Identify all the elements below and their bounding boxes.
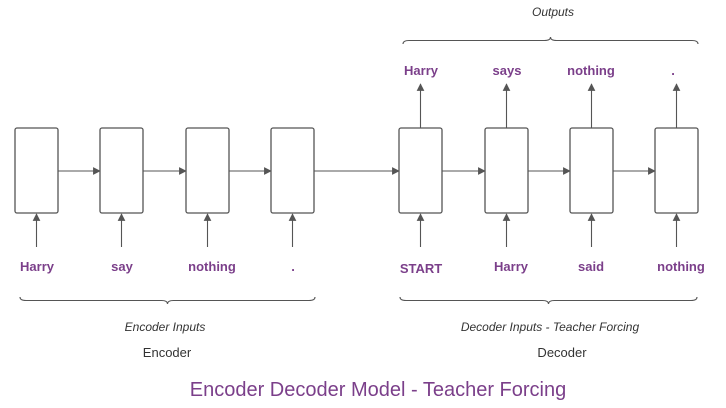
decoder-cell-4 [654, 127, 699, 214]
decoder-input-4: nothing [657, 259, 705, 274]
decoder-inputs-brace [399, 296, 698, 305]
decoder-cell-3 [569, 127, 614, 214]
decoder-input-1: START [399, 261, 443, 276]
outputs-brace [402, 36, 699, 45]
decoder-output-1: Harry [404, 63, 438, 78]
decoder-output-4: . [671, 63, 675, 78]
decoder-cell-2 [484, 127, 529, 214]
encoder-input-2: say [111, 259, 133, 274]
encoder-cell-1 [14, 127, 59, 214]
encoder-input-3: nothing [188, 259, 236, 274]
diagram-title: Encoder Decoder Model - Teacher Forcing [189, 379, 567, 401]
decoder-label: Decoder [537, 345, 587, 360]
encoder-cell-2 [99, 127, 144, 214]
outputs-caption: Outputs [531, 5, 575, 19]
decoder-output-2: says [492, 63, 522, 78]
encoder-input-1: Harry [20, 259, 54, 274]
encoder-cell-3 [185, 127, 230, 214]
encoder-inputs-caption: Encoder Inputs [124, 320, 206, 334]
encoder-cell-4 [270, 127, 315, 214]
encoder-label: Encoder [142, 345, 192, 360]
decoder-input-2: Harry [494, 259, 528, 274]
decoder-inputs-caption: Decoder Inputs - Teacher Forcing [460, 320, 640, 334]
decoder-cell-1 [398, 127, 443, 214]
encoder-inputs-brace [19, 296, 316, 305]
encoder-input-4: . [291, 259, 295, 274]
decoder-input-3: said [577, 259, 605, 274]
decoder-output-3: nothing [567, 63, 615, 78]
